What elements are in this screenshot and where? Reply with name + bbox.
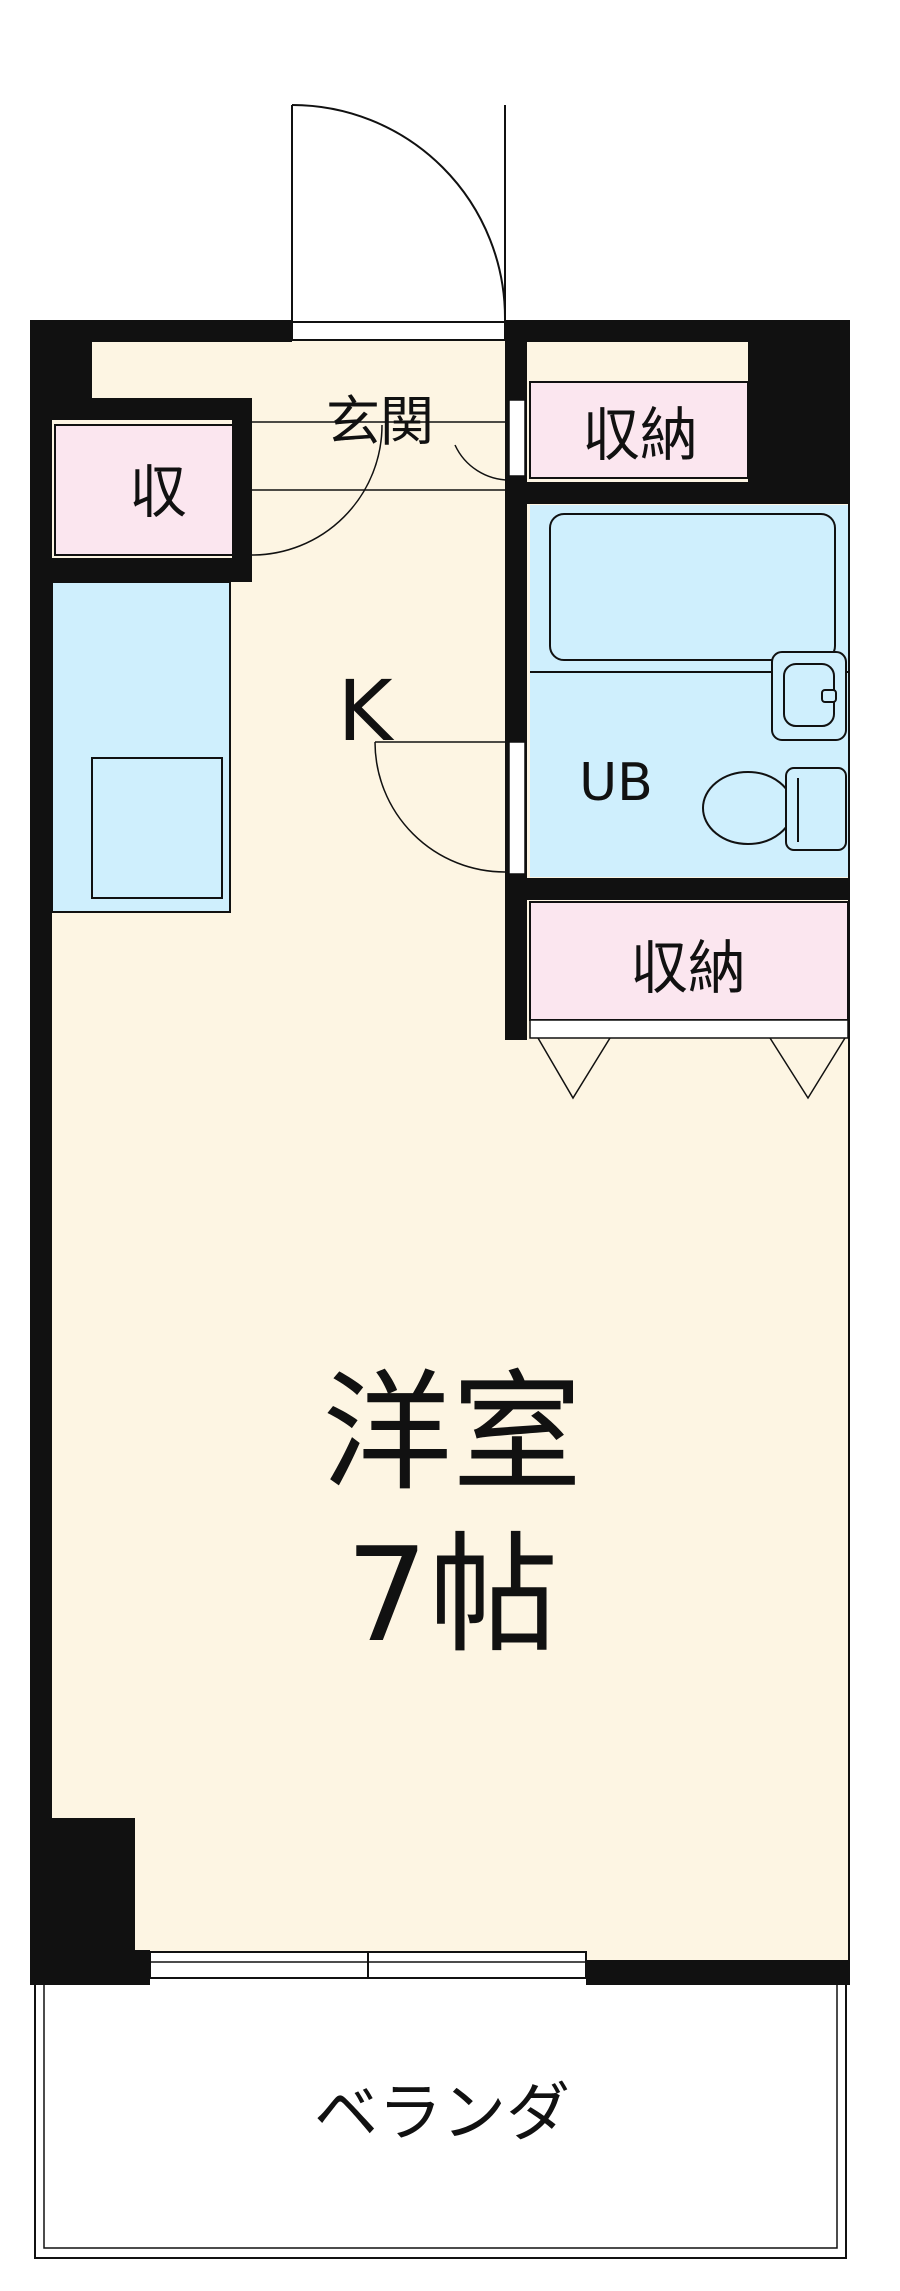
toilet bbox=[702, 767, 847, 851]
label-storage-mid: 収納 bbox=[630, 934, 746, 1002]
kitchen-sink bbox=[91, 757, 223, 899]
balcony-window[interactable] bbox=[149, 1951, 587, 1979]
label-storage-top: 収納 bbox=[582, 401, 698, 469]
label-kitchen: K bbox=[337, 662, 394, 760]
bathtub bbox=[549, 513, 836, 661]
closet-doors bbox=[529, 1019, 849, 1100]
label-storage-small: 収 bbox=[129, 458, 187, 526]
label-balcony: ベランダ bbox=[314, 2077, 570, 2151]
storage-small-area bbox=[54, 424, 236, 556]
entrance-door[interactable] bbox=[291, 104, 506, 341]
label-bath: UB bbox=[579, 753, 653, 813]
label-main-room-size: 7帖 bbox=[346, 1519, 559, 1671]
storage-top-area bbox=[529, 381, 749, 479]
balcony-area bbox=[34, 1985, 847, 2259]
storage-mid-area bbox=[529, 901, 849, 1021]
label-entrance: 玄関 bbox=[326, 390, 434, 453]
label-main-room: 洋室 bbox=[322, 1357, 582, 1509]
